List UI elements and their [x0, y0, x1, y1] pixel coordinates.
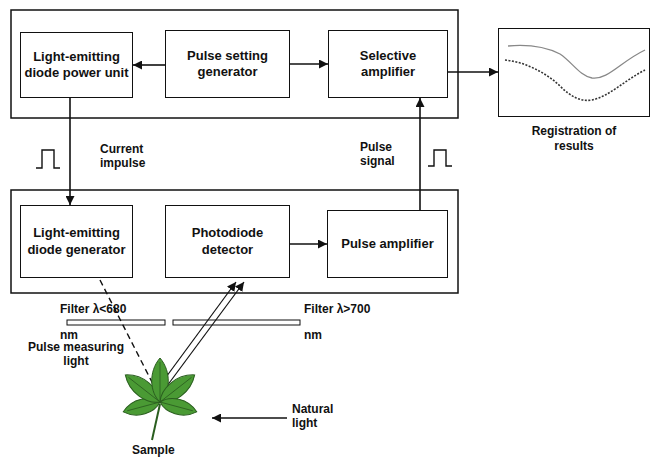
- pulse-symbol: [36, 150, 60, 168]
- results-chart-box: Registration of results: [498, 28, 650, 117]
- led-generator-box: Light-emitting diode generator: [20, 205, 133, 278]
- box-label: Pulse setting generator: [169, 48, 286, 81]
- box-label: Photodiode detector: [169, 225, 286, 258]
- signal-arrow: [69, 98, 71, 205]
- filter-plate: [173, 320, 300, 325]
- pulse-symbol: [428, 150, 452, 166]
- generator-box: Pulse setting generator: [165, 30, 290, 98]
- filter-label: Filter λ>700 nm: [304, 296, 374, 348]
- result-curve: [508, 45, 645, 78]
- result-curve: [505, 60, 645, 100]
- control-unit-frame: [11, 10, 458, 118]
- signal-arrow: [448, 71, 498, 73]
- light-label: Natural light: [292, 402, 350, 431]
- signal-label: Current impulse: [100, 142, 156, 171]
- power-unit-box: Light-emitting diode power unit: [20, 32, 133, 98]
- filter-plate: [67, 320, 165, 325]
- signal-arrow: [290, 63, 328, 65]
- signal-arrow: [290, 243, 327, 245]
- box-label: Pulse amplifier: [331, 236, 444, 252]
- measuring-light-ray: [100, 280, 156, 390]
- box-label: Light-emitting diode power unit: [24, 49, 129, 82]
- fluorescence-ray: [164, 282, 244, 390]
- box-label: Light-emitting diode generator: [24, 225, 129, 258]
- box-label: Selective amplifier: [332, 48, 444, 81]
- amplifier-box: Pulse amplifier: [327, 210, 448, 278]
- fluorescence-ray: [158, 282, 236, 388]
- signal-arrow: [133, 64, 165, 66]
- box-label: Registration of results: [518, 124, 630, 154]
- amplifier-box: Selective amplifier: [328, 30, 448, 98]
- natural-light-arrow: [212, 417, 287, 419]
- signal-label: Pulse signal: [360, 140, 410, 169]
- sample-label: Sample: [132, 443, 186, 457]
- leaf-sample: [120, 358, 200, 440]
- detector-box: Photodiode detector: [165, 205, 290, 278]
- signal-arrow: [419, 98, 421, 210]
- sensor-unit-frame: [11, 190, 458, 293]
- light-label: Pulse measuring light: [22, 340, 130, 369]
